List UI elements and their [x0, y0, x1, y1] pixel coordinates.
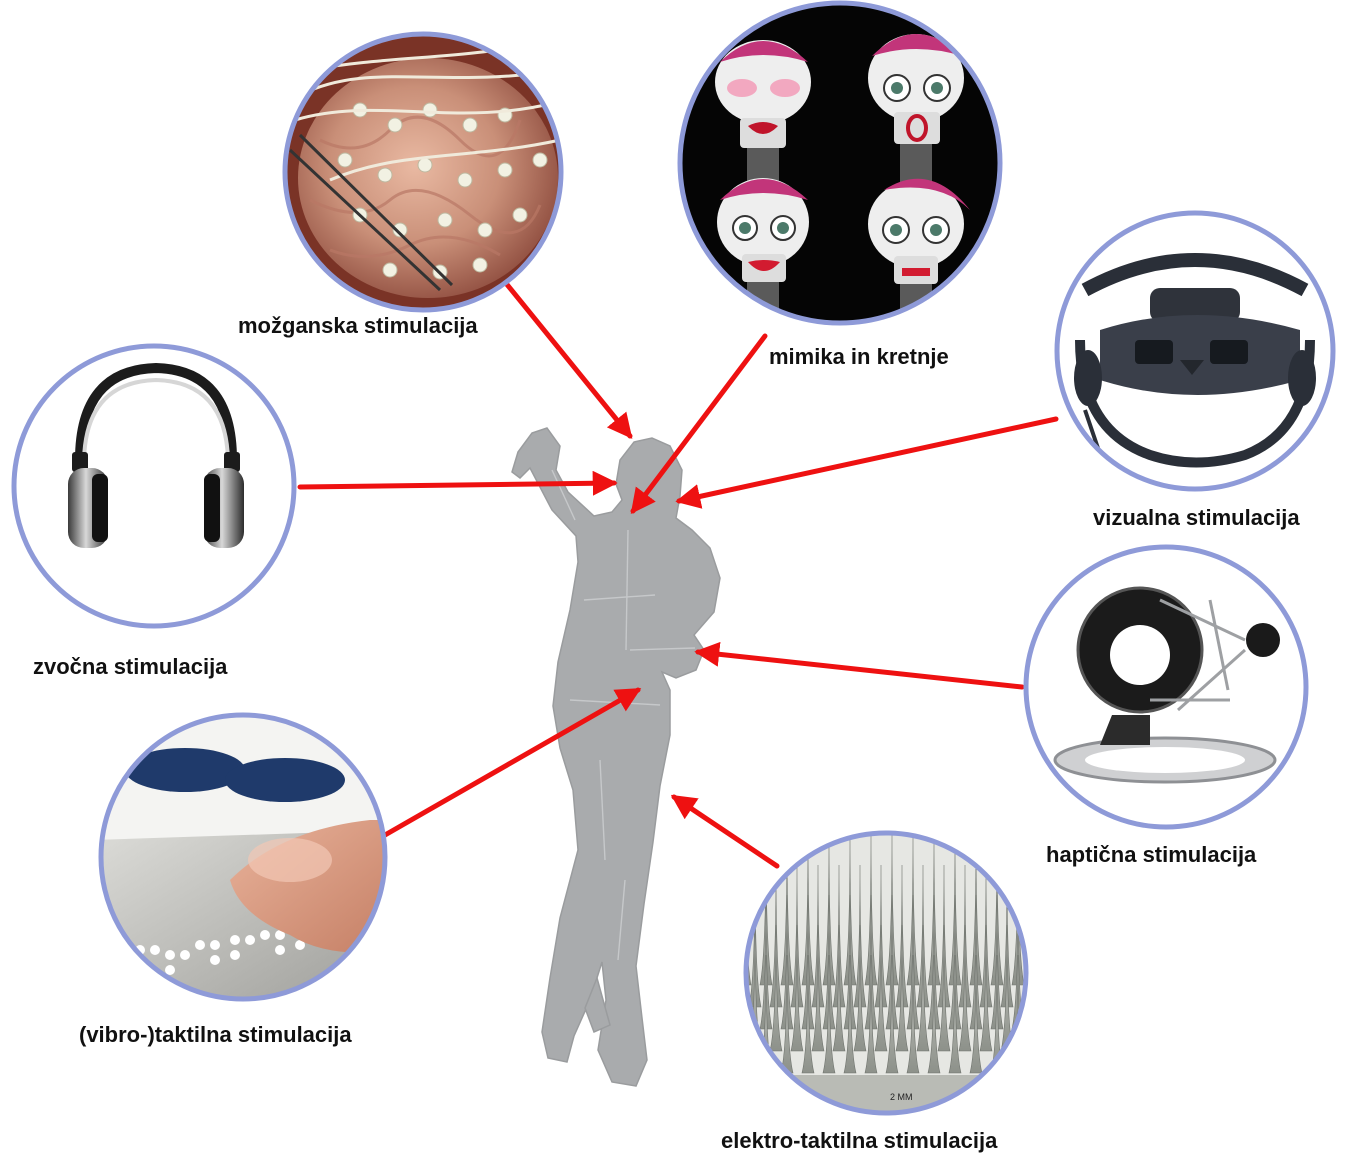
label-mimic: mimika in kretnje: [769, 344, 949, 370]
visual-headset-image: [1055, 210, 1335, 490]
audio-headphones-image: [10, 340, 300, 630]
label-audio-stimulation: zvočna stimulacija: [33, 654, 227, 680]
tactile-braille-image: [95, 710, 400, 1010]
electro-tactile-image: 2 MM: [739, 830, 1034, 1115]
label-brain-stimulation: možganska stimulacija: [238, 313, 478, 339]
arrow-visual: [679, 419, 1056, 501]
arrow-electro: [674, 797, 777, 866]
haptic-device-image: [1020, 540, 1315, 835]
human-figure-icon: [512, 428, 720, 1086]
arrow-haptic: [698, 652, 1022, 687]
scale-bar-text: 2 MM: [890, 1092, 913, 1102]
mimic-robot-image: [675, 0, 1005, 330]
arrow-audio: [300, 483, 614, 487]
label-electro-tactile-stimulation: elektro-taktilna stimulacija: [721, 1128, 997, 1154]
brain-stimulation-image: [280, 30, 570, 320]
label-haptic-stimulation: haptična stimulacija: [1046, 842, 1256, 868]
label-visual-stimulation: vizualna stimulacija: [1093, 505, 1300, 531]
arrow-brain: [505, 282, 630, 436]
label-tactile-stimulation: (vibro-)taktilna stimulacija: [79, 1022, 352, 1048]
